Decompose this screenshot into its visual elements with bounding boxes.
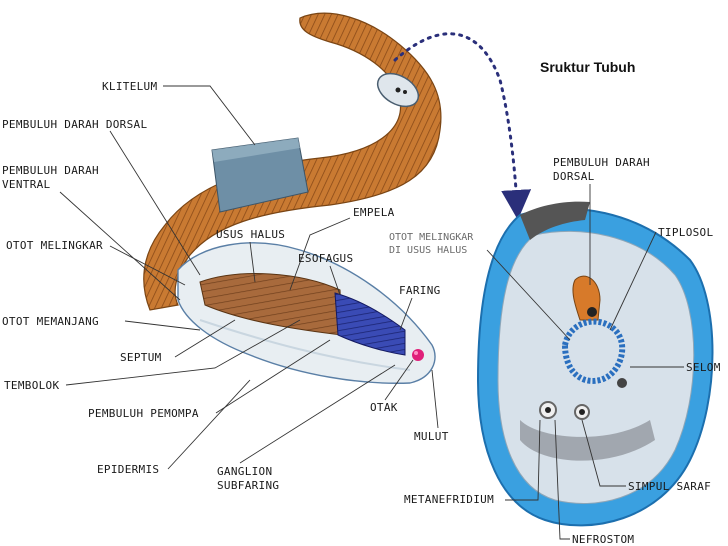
label-empela: EMPELA — [353, 206, 395, 219]
label-klitelum: KLITELUM — [102, 80, 157, 93]
cross-section — [476, 201, 714, 527]
label-pembuluh-darah-dorsal-cross-1: PEMBULUH DARAH — [553, 156, 650, 169]
label-pembuluh-darah-ventral-1: PEMBULUH DARAH — [2, 164, 99, 177]
body-labels: KLITELUM PEMBULUH DARAH DORSAL PEMBULUH … — [2, 80, 449, 492]
label-faring: FARING — [399, 284, 441, 297]
label-tembolok: TEMBOLOK — [4, 379, 59, 392]
label-epidermis: EPIDERMIS — [97, 463, 159, 476]
clitellum — [211, 137, 309, 213]
worm-body — [143, 12, 442, 311]
label-ganglion-1: GANGLION — [217, 465, 272, 478]
label-pembuluh-darah-dorsal: PEMBULUH DARAH DORSAL — [2, 118, 147, 131]
pointer-arrow — [393, 32, 532, 220]
label-pembuluh-darah-dorsal-cross-2: DORSAL — [553, 170, 595, 183]
label-septum: SEPTUM — [120, 351, 162, 364]
label-metanefridium: METANEFRIDIUM — [404, 493, 494, 506]
label-otot-melingkar-usus-1: OTOT MELINGKAR — [389, 232, 474, 243]
cross-section-labels: OTOT MELINGKAR DI USUS HALUS PEMBULUH DA… — [389, 156, 721, 546]
cutaway-section — [177, 242, 436, 384]
label-otot-melingkar: OTOT MELINGKAR — [6, 239, 103, 252]
label-ganglion-2: SUBFARING — [217, 479, 279, 492]
diagram-title: Sruktur Tubuh — [540, 59, 635, 75]
label-selom: SELOM — [686, 361, 721, 374]
label-simpul-saraf: SIMPUL SARAF — [628, 480, 711, 493]
label-otak: OTAK — [370, 401, 398, 414]
label-pembuluh-pemompa: PEMBULUH PEMOMPA — [88, 407, 199, 420]
label-nefrostom: NEFROSTOM — [572, 533, 634, 546]
label-tiplosol: TIPLOSOL — [658, 226, 713, 239]
label-otot-melingkar-usus-2: DI USUS HALUS — [389, 245, 467, 256]
label-otot-memanjang: OTOT MEMANJANG — [2, 315, 99, 328]
label-usus-halus: USUS HALUS — [216, 228, 285, 241]
label-esofagus: ESOFAGUS — [298, 252, 353, 265]
label-pembuluh-darah-ventral-2: VENTRAL — [2, 178, 51, 191]
label-mulut: MULUT — [414, 430, 449, 443]
